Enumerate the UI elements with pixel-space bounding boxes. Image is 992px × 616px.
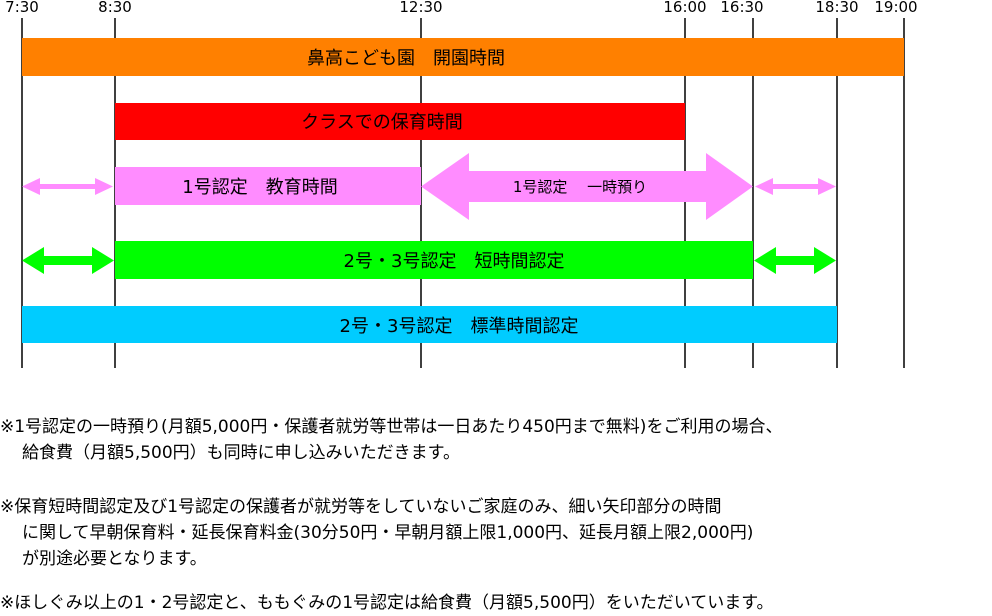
note-temporary-care: ※1号認定の一時預り(月額5,000円・保護者就労等世帯は一日あたり450円まで…	[0, 414, 992, 466]
tick-1600: 16:00	[663, 0, 706, 16]
tick-1830: 18:30	[815, 0, 858, 16]
note-meal-fee-line1: ※ほしぐみ以上の1・2号認定と、ももぐみの1号認定は給食費（月額5,500円）を…	[0, 593, 774, 613]
time-tick-labels: 7:30 8:30 12:30 16:00 16:30 18:30 19:00	[5, 0, 917, 16]
bar-class-time-label: クラスでの保育時間	[301, 112, 463, 133]
note-early-extended-fees: ※保育短時間認定及び1号認定の保護者が就労等をしていないご家庭のみ、細い矢印部分…	[0, 494, 992, 572]
thick-arrow-early-green	[22, 247, 114, 274]
row-short-time: 2号・3号認定 短時間認定	[22, 241, 836, 279]
thin-arrow-late-pink	[755, 178, 836, 195]
bar-standard-time-label: 2号・3号認定 標準時間認定	[340, 316, 579, 337]
bar-kindergarten-label: 鼻高こども園 開園時間	[307, 48, 505, 69]
bar-standard-time	[22, 306, 837, 343]
bar-short-time	[115, 241, 753, 279]
tick-0830: 8:30	[98, 0, 132, 16]
note-temporary-care-line1: ※1号認定の一時預り(月額5,000円・保護者就労等世帯は一日あたり450円まで…	[0, 417, 783, 437]
row-type1: 1号認定 教育時間 1号認定 一時預り	[22, 153, 836, 220]
schedule-diagram: 7:30 8:30 12:30 16:00 16:30 18:30 19:00 …	[5, 0, 918, 368]
thin-arrow-early-pink	[22, 178, 113, 195]
tick-1630: 16:30	[720, 0, 763, 16]
tick-1900: 19:00	[874, 0, 917, 16]
bar-kindergarten-hours	[22, 38, 904, 76]
note-fees-line3: が別途必要となります。	[22, 549, 207, 569]
arrow-type1-temporary-label: 1号認定 一時預り	[513, 178, 647, 196]
tick-0730: 7:30	[5, 0, 39, 16]
thick-arrow-late-green	[754, 247, 836, 274]
note-meal-fee: ※ほしぐみ以上の1・2号認定と、ももぐみの1号認定は給食費（月額5,500円）を…	[0, 590, 992, 616]
bar-type1-education	[115, 167, 421, 205]
bar-class-time	[115, 103, 685, 140]
arrow-type1-temporary	[421, 153, 753, 220]
bar-type1-education-label: 1号認定 教育時間	[182, 177, 337, 198]
bar-short-time-label: 2号・3号認定 短時間認定	[344, 251, 565, 272]
note-temporary-care-line2: 給食費（月額5,500円）も同時に申し込みいただきます。	[22, 443, 460, 463]
note-fees-line2: に関して早朝保育料・延長保育料金(30分50円・早朝月額上限1,000円、延長月…	[22, 523, 754, 543]
tick-1230: 12:30	[399, 0, 442, 16]
note-fees-line1: ※保育短時間認定及び1号認定の保護者が就労等をしていないご家庭のみ、細い矢印部分…	[0, 497, 722, 517]
